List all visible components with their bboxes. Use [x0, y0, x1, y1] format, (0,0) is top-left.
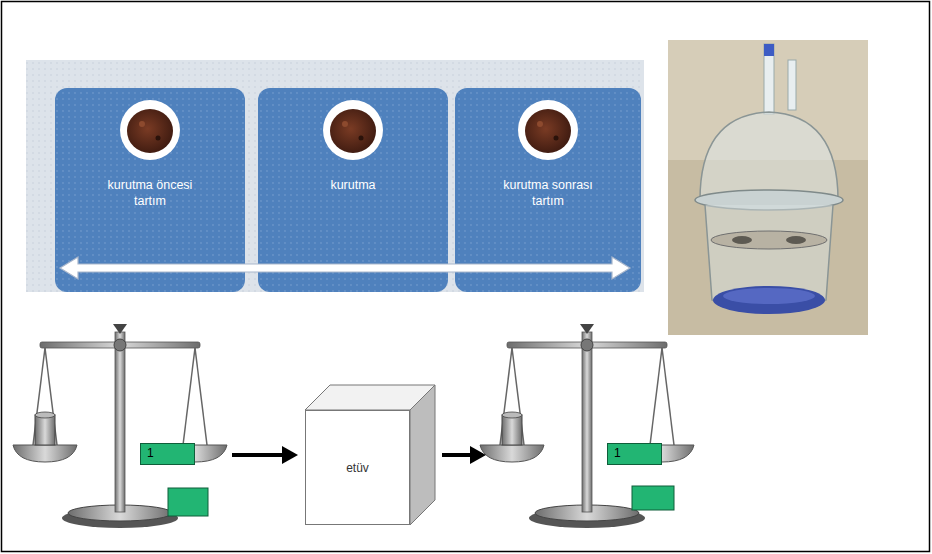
balance-scale — [13, 324, 227, 528]
node-label: kurutma öncesi tartım — [94, 178, 206, 209]
node-label: etüv — [346, 461, 369, 475]
weight-tag: 1 — [607, 443, 662, 465]
balance-scale — [480, 324, 694, 528]
oven-box: etüv — [305, 410, 410, 525]
weight-tag: 1 — [140, 443, 195, 465]
timeline-arrow — [60, 257, 630, 279]
node-label: 1 — [614, 447, 621, 460]
oven-cube — [305, 385, 435, 525]
node-label: 1 — [147, 447, 154, 460]
process-box: kurutma sonrası tartım — [455, 88, 641, 292]
soil-sample — [120, 100, 578, 160]
node-label: kurutma sonrası tartım — [492, 178, 604, 209]
process-panel — [26, 60, 644, 292]
process-box: kurutma — [258, 88, 448, 292]
process-box: kurutma öncesi tartım — [55, 88, 245, 292]
node-label: kurutma — [330, 178, 375, 194]
desiccator-photo — [668, 40, 868, 335]
